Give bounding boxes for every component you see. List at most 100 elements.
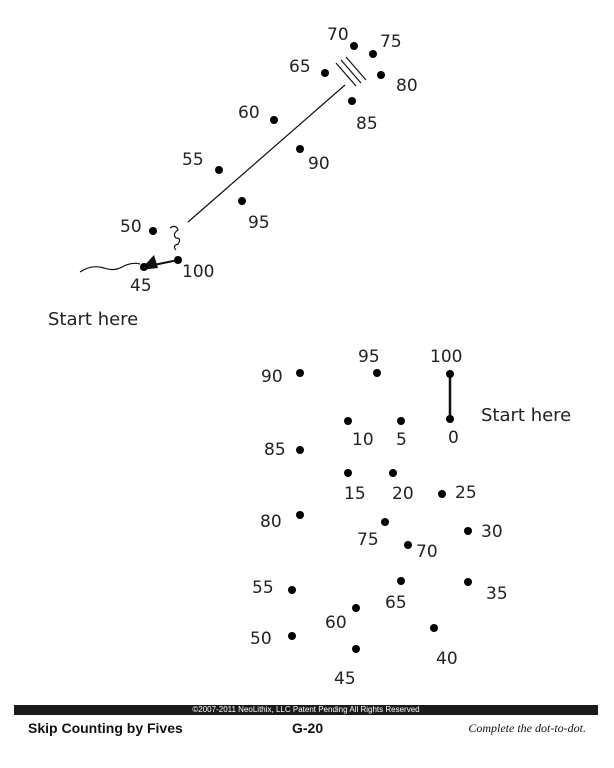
dot-marker [296,511,304,519]
dot-label: 100 [182,262,214,282]
dot-marker [373,369,381,377]
dot-marker [344,469,352,477]
dot-label: 75 [380,32,402,52]
hook-squiggle [169,225,181,251]
dot-90: 90 [296,145,330,174]
dot-40: 40 [430,624,458,669]
dot-label: 15 [344,484,366,504]
dot-marker [397,577,405,585]
dot-label: 70 [416,542,438,562]
dot-label: 0 [448,428,459,448]
dot-55: 55 [182,150,223,174]
dot-marker [446,370,454,378]
dot-label: 70 [327,25,349,45]
dot-label: 50 [120,217,142,237]
dot-45: 45 [334,645,360,689]
dot-label: 60 [238,103,260,123]
dot-55: 55 [252,578,296,598]
dot-marker [288,632,296,640]
dot-65: 65 [289,57,329,77]
worksheet-instruction: Complete the dot-to-dot. [468,721,586,735]
dot-marker [381,518,389,526]
dot-30: 30 [464,522,503,542]
dot-label: 85 [356,114,378,134]
dot-80: 80 [260,511,304,532]
dot-marker [389,469,397,477]
dot-label: 60 [325,613,347,633]
bottom-puzzle-dots: 0 5 10 15 20 25 30 35 40 45 50 55 60 65 … [250,347,508,689]
dot-marker [464,578,472,586]
dot-label: 65 [385,593,407,613]
dot-marker [344,417,352,425]
dot-label: 30 [481,522,503,542]
dot-marker [430,624,438,632]
dot-100: 100 [174,256,214,282]
dot-label: 45 [130,276,152,296]
dot-95: 95 [358,347,381,377]
dot-marker [296,145,304,153]
dot-10: 10 [344,417,374,450]
dot-to-dot-puzzle: 45 50 55 60 65 70 75 80 85 90 95 100 Sta… [48,25,571,689]
dot-marker [404,541,412,549]
dot-label: 25 [455,483,477,503]
dot-label: 75 [357,530,379,550]
dot-70: 70 [327,25,358,50]
dot-label: 50 [250,629,272,649]
dot-marker [270,116,278,124]
dot-25: 25 [438,483,477,503]
dot-80: 80 [377,71,418,96]
dot-label: 80 [396,76,418,96]
dot-marker [397,417,405,425]
dot-0: 0 [446,415,459,448]
dot-marker [321,69,329,77]
dot-label: 55 [182,150,204,170]
dot-label: 65 [289,57,311,77]
bottom-start-label: Start here [481,405,571,426]
dot-60: 60 [238,103,278,124]
dot-label: 40 [436,649,458,669]
dot-marker [369,50,377,58]
dot-marker [149,227,157,235]
dot-95: 95 [238,197,270,233]
worksheet-title: Skip Counting by Fives [28,720,183,736]
dot-label: 90 [308,154,330,174]
dot-5: 5 [396,417,407,450]
dot-85: 85 [348,97,378,134]
dot-label: 85 [264,440,286,460]
fishing-line [187,84,346,223]
dot-60: 60 [325,604,360,633]
dot-marker [140,263,148,271]
dot-65: 65 [385,577,407,613]
dot-marker [296,369,304,377]
dot-label: 95 [248,213,270,233]
dot-marker [350,42,358,50]
dot-marker [215,166,223,174]
dot-marker [352,645,360,653]
top-start-label: Start here [48,309,138,330]
dot-marker [288,586,296,594]
worksheet-code: G-20 [292,720,324,736]
dot-45: 45 [130,263,152,296]
dot-75: 75 [357,518,389,550]
dot-label: 55 [252,578,274,598]
dot-marker [464,527,472,535]
dot-marker [352,604,360,612]
dot-label: 100 [430,347,462,367]
dot-label: 5 [396,430,407,450]
dot-50: 50 [250,629,296,649]
dot-label: 10 [352,430,374,450]
dot-15: 15 [344,469,366,504]
dot-label: 80 [260,512,282,532]
wave-line [79,262,141,273]
dot-75: 75 [369,32,402,58]
dot-35: 35 [464,578,508,604]
dot-50: 50 [120,217,157,237]
dot-label: 90 [261,367,283,387]
dot-marker [438,490,446,498]
dot-label: 20 [392,484,414,504]
dot-marker [377,71,385,79]
dot-100: 100 [430,347,462,378]
dot-90: 90 [261,367,304,387]
copyright-bar: ©2007-2011 NeoLithix, LLC Patent Pending… [14,705,598,715]
dot-marker [296,446,304,454]
